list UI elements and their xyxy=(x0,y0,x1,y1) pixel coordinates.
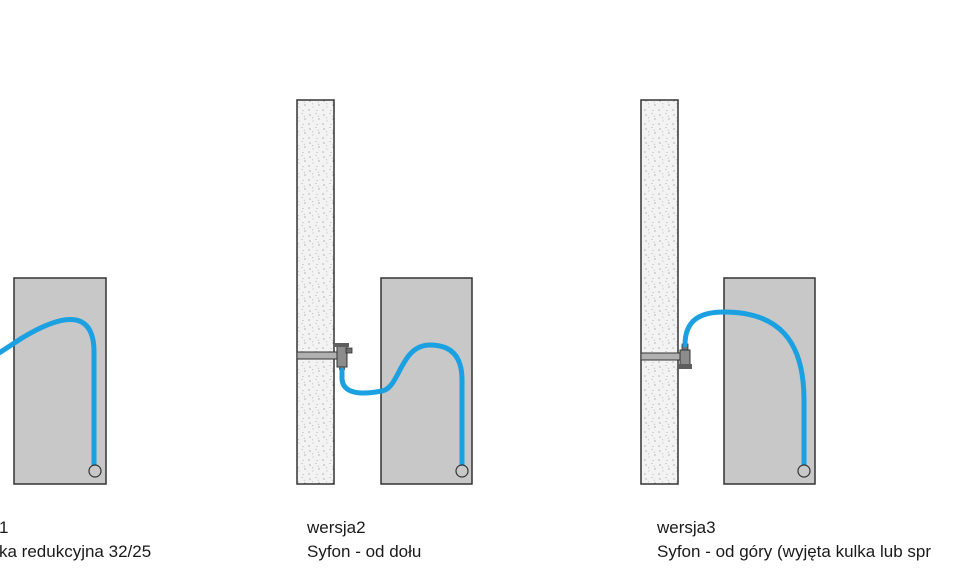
version1-pipe xyxy=(0,317,97,471)
version2-label: wersja2 xyxy=(307,518,366,537)
version1-diagram xyxy=(0,277,107,485)
version1-description: ka redukcyjna 32/25 xyxy=(0,542,152,561)
version2-drain-inlet xyxy=(455,464,469,478)
version1-tank xyxy=(13,277,107,485)
version3-pipe xyxy=(682,309,807,471)
version2-wall xyxy=(296,99,335,485)
version3-description: Syfon - od góry (wyjęta kulka lub spr xyxy=(657,542,932,561)
version3-valve xyxy=(678,343,692,369)
version2-description: Syfon - od dołu xyxy=(307,542,422,561)
version3-wall xyxy=(640,99,679,485)
version3-diagram xyxy=(640,99,816,485)
version2-wall-pipe xyxy=(296,351,340,360)
version2-caption: wersja2 Syfon - od dołu xyxy=(307,516,421,564)
version2-valve xyxy=(335,343,353,370)
version3-label: wersja3 xyxy=(657,518,716,537)
version2-pipe xyxy=(339,342,465,471)
version3-caption: wersja3 Syfon - od góry (wyjęta kulka lu… xyxy=(657,516,931,564)
version1-caption: 1 ka redukcyjna 32/25 xyxy=(0,516,151,564)
version2-diagram xyxy=(296,99,473,485)
version3-wall-pipe xyxy=(640,352,686,361)
version1-label: 1 xyxy=(0,518,9,537)
version1-drain-inlet xyxy=(88,464,102,478)
version3-drain-inlet xyxy=(797,464,811,478)
